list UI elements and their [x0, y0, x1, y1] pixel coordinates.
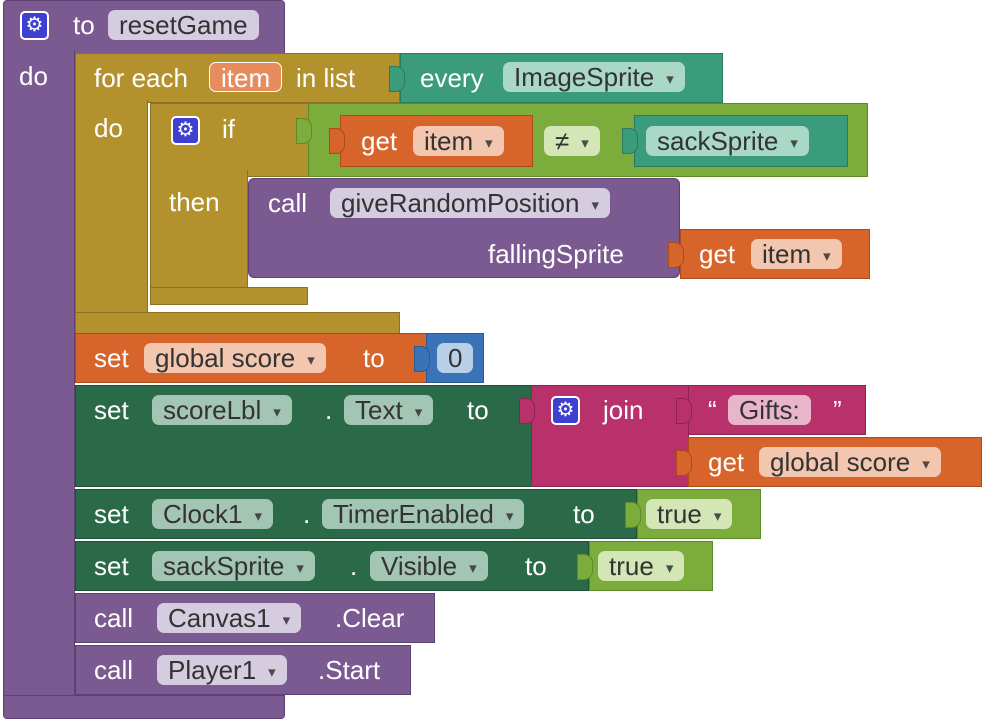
component-dropdown[interactable]: sackSprite	[152, 551, 315, 581]
procedure-name-field[interactable]: resetGame	[108, 10, 259, 40]
join-connector	[519, 398, 535, 424]
text-string-connector	[676, 398, 692, 424]
dot-label: .	[350, 551, 358, 581]
every-connector	[389, 66, 405, 92]
compare-connector	[296, 118, 312, 144]
method-label: .Start	[318, 655, 381, 685]
get-label: get	[361, 126, 398, 156]
number-connector	[414, 346, 430, 372]
component-dropdown[interactable]: Player1	[157, 655, 287, 685]
call-label: call	[94, 603, 134, 633]
dot-label: .	[325, 395, 333, 425]
get-variable-dropdown[interactable]: global score	[759, 447, 941, 477]
dot-label: .	[303, 499, 311, 529]
procedure-do-label: do	[19, 61, 48, 91]
get-label: get	[699, 239, 736, 269]
boolean-dropdown[interactable]: true	[646, 499, 733, 529]
foreach-body-rail	[75, 100, 148, 315]
foreach-variable-field[interactable]: item	[209, 62, 283, 93]
set-property-block[interactable]	[75, 385, 533, 487]
procedure-footer	[3, 695, 285, 719]
component-dropdown[interactable]: Canvas1	[157, 603, 302, 633]
gear-icon[interactable]: ⚙	[171, 116, 200, 145]
set-label: set	[94, 551, 129, 581]
to-label: to	[363, 343, 385, 373]
foreach-footer	[75, 312, 400, 334]
property-dropdown[interactable]: TimerEnabled	[322, 499, 525, 529]
close-quote-label: ”	[833, 395, 842, 425]
procedure-to-label: to	[73, 10, 95, 40]
get-variable-dropdown[interactable]: item	[751, 239, 842, 269]
property-dropdown[interactable]: Text	[344, 395, 434, 425]
to-label: to	[525, 551, 547, 581]
compare-operator-dropdown[interactable]: ≠	[544, 126, 600, 156]
to-label: to	[573, 499, 595, 529]
get-label: get	[708, 447, 745, 477]
number-field[interactable]: 0	[437, 343, 474, 373]
argument-label: fallingSprite	[488, 239, 624, 269]
get-variable-dropdown[interactable]: item	[413, 126, 504, 156]
boolean-dropdown[interactable]: true	[598, 551, 685, 581]
text-string-field[interactable]: Gifts:	[728, 395, 811, 425]
boolean-connector	[625, 502, 641, 528]
join-label: join	[603, 395, 644, 425]
call-label: call	[94, 655, 134, 685]
get-item-connector	[329, 128, 345, 154]
every-component-dropdown[interactable]: ImageSprite	[503, 62, 685, 92]
foreach-in-list-label: in list	[296, 63, 356, 93]
procedure-dropdown[interactable]: giveRandomPosition	[330, 188, 610, 218]
foreach-label: for each	[94, 63, 188, 93]
component-dropdown[interactable]: scoreLbl	[152, 395, 292, 425]
to-label: to	[467, 395, 489, 425]
every-label: every	[420, 63, 484, 93]
component-dropdown[interactable]: sackSprite	[646, 126, 809, 156]
method-label: .Clear	[335, 603, 405, 633]
gear-icon[interactable]: ⚙	[551, 396, 580, 425]
component-connector	[622, 128, 638, 154]
get-item-connector	[668, 242, 684, 268]
set-label: set	[94, 395, 129, 425]
set-label: set	[94, 343, 129, 373]
open-quote-label: “	[708, 395, 717, 425]
call-label: call	[268, 188, 308, 218]
property-dropdown[interactable]: Visible	[370, 551, 488, 581]
boolean-connector	[577, 554, 593, 580]
gear-icon[interactable]: ⚙	[20, 11, 49, 40]
then-label: then	[169, 187, 220, 217]
if-body-rail	[150, 170, 248, 300]
variable-dropdown[interactable]: global score	[144, 343, 326, 373]
component-dropdown[interactable]: Clock1	[152, 499, 274, 529]
set-label: set	[94, 499, 129, 529]
procedure-body-rail	[3, 50, 75, 700]
if-footer	[150, 287, 308, 305]
get-variable-connector	[676, 450, 692, 476]
foreach-do-label: do	[94, 113, 123, 143]
if-label: if	[222, 114, 235, 144]
